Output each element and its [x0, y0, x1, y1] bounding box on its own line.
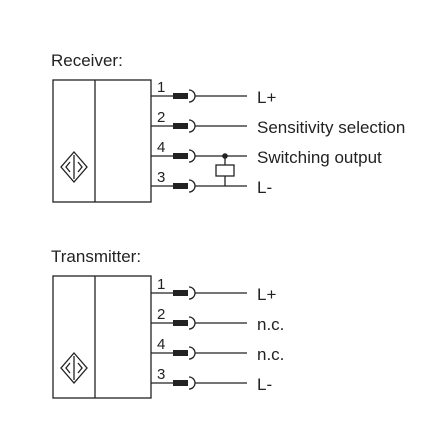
pin-connector-icon: [173, 123, 188, 129]
receiver-pin-3: 3 L-: [151, 169, 272, 197]
transmitter-pin-1-number: 1: [157, 276, 165, 293]
pin-connector-icon: [173, 183, 188, 189]
transmitter-pin-3-number: 3: [157, 366, 165, 383]
transmitter-pin-3: 3 L-: [151, 366, 272, 394]
pin-connector-icon: [173, 350, 188, 356]
receiver-pin-3-number: 3: [157, 169, 165, 186]
receiver-title: Receiver:: [51, 51, 123, 70]
transmitter-pin-1: 1 L+: [151, 276, 276, 304]
transmitter-section: Transmitter: 1 L+ 2 n.c.: [51, 247, 284, 399]
switch-contact-icon: [215, 153, 235, 186]
transmitter-sensor-housing: [52, 275, 152, 399]
receiver-pin-1-number: 1: [157, 79, 165, 96]
pin-connector-icon: [173, 320, 188, 326]
receiver-pin-1-label: L+: [257, 88, 276, 107]
transmitter-pin-2-label: n.c.: [257, 315, 284, 334]
transmitter-pin-2: 2 n.c.: [151, 306, 284, 334]
receiver-pin-1: 1 L+: [151, 79, 276, 107]
pin-connector-icon: [173, 153, 188, 159]
receiver-pin-2-label: Sensitivity selection: [257, 118, 405, 137]
transmitter-pin-4-number: 4: [157, 336, 165, 353]
receiver-pin-2: 2 Sensitivity selection: [151, 109, 405, 137]
receiver-sensor-housing: [52, 79, 152, 203]
transmitter-pin-2-number: 2: [157, 306, 165, 323]
receiver-pin-4-number: 4: [157, 139, 165, 156]
pin-connector-icon: [173, 93, 188, 99]
receiver-pin-3-label: L-: [257, 178, 272, 197]
receiver-pin-4: 4 Switching output: [151, 139, 382, 167]
transmitter-pin-4: 4 n.c.: [151, 336, 284, 364]
transmitter-title: Transmitter:: [51, 247, 141, 266]
receiver-pin-4-label: Switching output: [257, 148, 382, 167]
pin-connector-icon: [173, 290, 188, 296]
transmitter-pin-1-label: L+: [257, 285, 276, 304]
receiver-pin-2-number: 2: [157, 109, 165, 126]
receiver-section: Receiver: 1 L+ 2 Se: [51, 51, 405, 203]
transmitter-pin-4-label: n.c.: [257, 345, 284, 364]
pin-connector-icon: [173, 380, 188, 386]
diamond-icon: [60, 352, 88, 384]
transmitter-pin-3-label: L-: [257, 375, 272, 394]
diamond-icon: [60, 151, 88, 183]
